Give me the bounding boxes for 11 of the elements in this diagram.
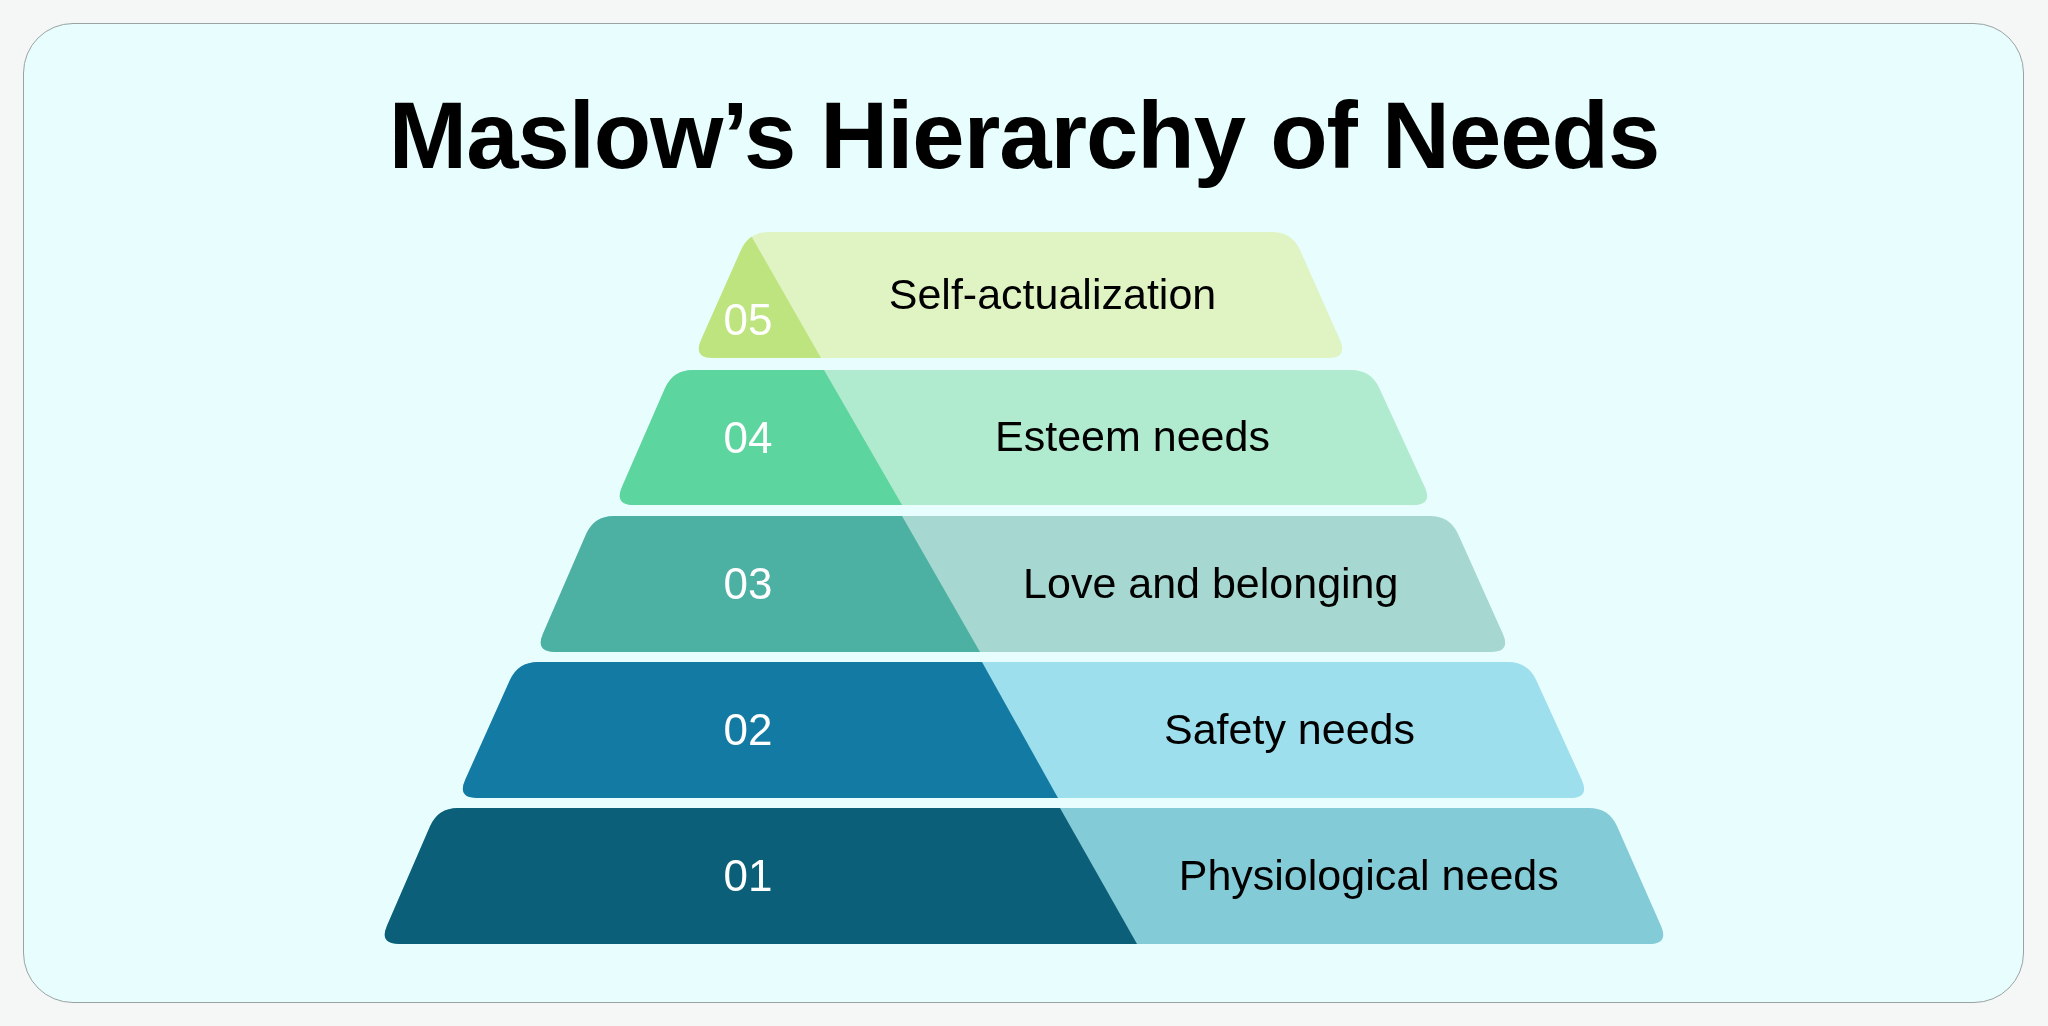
tier-number: 04 [723, 415, 773, 460]
tier-label: Physiological needs [1178, 853, 1559, 897]
tier-number: 02 [723, 708, 773, 752]
tier-label: Self-actualization [888, 272, 1217, 316]
tier-label: Safety needs [1164, 707, 1415, 751]
title: Maslow’s Hierarchy of Needs [388, 84, 1660, 188]
tier-number: 05 [723, 298, 773, 343]
tier-number: 01 [723, 854, 773, 898]
tier-label: Esteem needs [995, 414, 1270, 458]
tier-label: Love and belonging [1023, 561, 1399, 605]
tier-number: 03 [723, 562, 773, 606]
